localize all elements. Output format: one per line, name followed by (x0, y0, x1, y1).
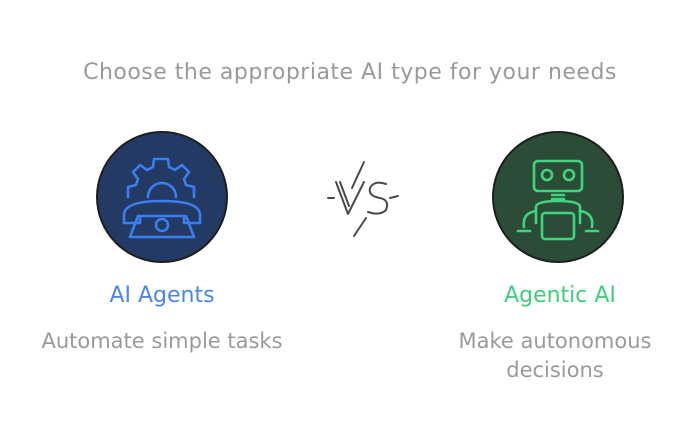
ai-agents-description: Automate simple tasks (41, 329, 283, 353)
gear-phone-icon (122, 157, 202, 239)
versus-symbol (322, 158, 402, 242)
page-title: Choose the appropriate AI type for your … (83, 60, 617, 85)
ai-agents-circle (96, 131, 228, 263)
agentic-ai-circle (492, 131, 624, 263)
vs-lightning-icon (327, 161, 399, 237)
agentic-ai-label: Agentic AI (504, 283, 616, 308)
robot-icon (516, 159, 600, 241)
ai-agents-label: AI Agents (109, 283, 215, 308)
agentic-ai-description: Make autonomous decisions (458, 329, 652, 382)
